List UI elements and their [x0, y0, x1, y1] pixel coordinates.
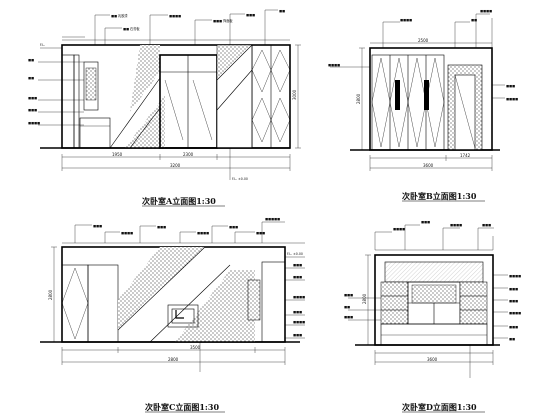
dim-a-2: 2300 [183, 152, 194, 157]
svg-text:■■■■: ■■■■ [480, 9, 492, 13]
svg-text:■■■■: ■■■■ [293, 295, 305, 299]
svg-text:■■■: ■■■ [28, 96, 37, 100]
svg-text:■■■: ■■■ [293, 333, 302, 337]
dim-d-1: 3600 [427, 357, 438, 362]
svg-text:■■■: ■■■ [293, 310, 302, 314]
dim-a-3: 3200 [170, 163, 181, 168]
svg-text:■■: ■■ [509, 337, 515, 341]
svg-text:■■■: ■■■ [93, 224, 102, 228]
svg-text:■■ 乳胶漆: ■■ 乳胶漆 [111, 13, 128, 18]
svg-text:■■■■: ■■■■ [393, 227, 405, 231]
svg-text:■■■■: ■■■■ [28, 121, 40, 125]
svg-text:■■ 石膏板: ■■ 石膏板 [123, 26, 140, 31]
svg-text:■■■■: ■■■■ [509, 274, 521, 278]
svg-text:■■■: ■■■ [344, 293, 353, 297]
elevation-b: ■■■■ ■■ ■■■■ 2500 ■■■ ■■■■ ■■■■ 2800 [328, 9, 518, 202]
title-a: 次卧室A立面图1:30 [142, 196, 216, 206]
dim-side-a: 3000 [292, 89, 297, 100]
dim-side-b: 2800 [356, 93, 361, 104]
svg-text:■■■■: ■■■■ [506, 97, 518, 101]
svg-text:■■■■: ■■■■ [509, 311, 521, 315]
svg-text:■■: ■■ [344, 305, 350, 309]
svg-text:■■■■: ■■■■ [328, 63, 340, 67]
svg-text:■■: ■■ [279, 9, 285, 13]
dim-top-b: 2500 [418, 38, 429, 43]
svg-text:■■■: ■■■ [344, 315, 353, 319]
svg-text:■■■: ■■■ [506, 84, 515, 88]
svg-text:■■: ■■ [28, 76, 34, 80]
svg-text:■■■: ■■■ [509, 299, 518, 303]
svg-text:■■■: ■■■ [246, 13, 255, 17]
dim-side-c: 2800 [48, 289, 53, 300]
svg-text:■■■ 饰面板: ■■■ 饰面板 [213, 18, 233, 23]
svg-text:■■■: ■■■ [293, 263, 302, 267]
svg-text:■■■■: ■■■■ [450, 223, 462, 227]
dim-a-1: 1950 [112, 152, 123, 157]
svg-text:■■■: ■■■ [482, 223, 491, 227]
svg-text:■■■: ■■■ [509, 287, 518, 291]
svg-text:■■■■: ■■■■ [169, 14, 181, 18]
svg-text:■■: ■■ [28, 58, 34, 62]
svg-text:■■■: ■■■ [421, 220, 430, 224]
level-top-c: F.L. ±0.00 [287, 252, 303, 256]
svg-text:■■■: ■■■ [229, 225, 238, 229]
svg-text:■■■: ■■■ [293, 275, 302, 279]
svg-text:■■■■■: ■■■■■ [265, 217, 280, 221]
elevation-a: ■■ 乳胶漆 ■■ 石膏板 ■■■■ ■■■ 饰面板 ■■■ ■■ F.L. [28, 9, 301, 207]
dim-c-2: 2800 [168, 357, 179, 362]
svg-text:■■■: ■■■ [509, 325, 518, 329]
title-c: 次卧室C立面图1:30 [145, 402, 219, 412]
level-top-a: F.L. [40, 43, 45, 47]
svg-text:■■■■: ■■■■ [121, 231, 133, 235]
svg-text:■■■■: ■■■■ [197, 231, 209, 235]
elevation-d: ■■■■■■■ ■■■■■■■ ■■■■■ ■■■ [344, 220, 521, 413]
dim-b-1: 1742 [460, 153, 471, 158]
svg-text:■■■: ■■■ [256, 231, 265, 235]
svg-text:■■■: ■■■ [28, 108, 37, 112]
title-b: 次卧室B立面图1:30 [402, 191, 477, 201]
svg-text:■■■■: ■■■■ [293, 320, 305, 324]
elevation-c: ■■■■■■■ ■■■■■■■ ■■■■■■ ■■■■■ F.L. ±0.00 [40, 217, 305, 413]
svg-text:■■■: ■■■ [157, 225, 166, 229]
svg-text:■■■■: ■■■■ [400, 18, 412, 22]
level-bottom-a: F.L. ±0.00 [232, 177, 248, 181]
dim-b-2: 3600 [423, 163, 434, 168]
svg-text:■■: ■■ [471, 18, 477, 22]
dim-side-d: 2800 [362, 293, 367, 304]
title-d: 次卧室D立面图1:30 [402, 402, 477, 412]
dim-c-1: 3500 [190, 345, 201, 350]
